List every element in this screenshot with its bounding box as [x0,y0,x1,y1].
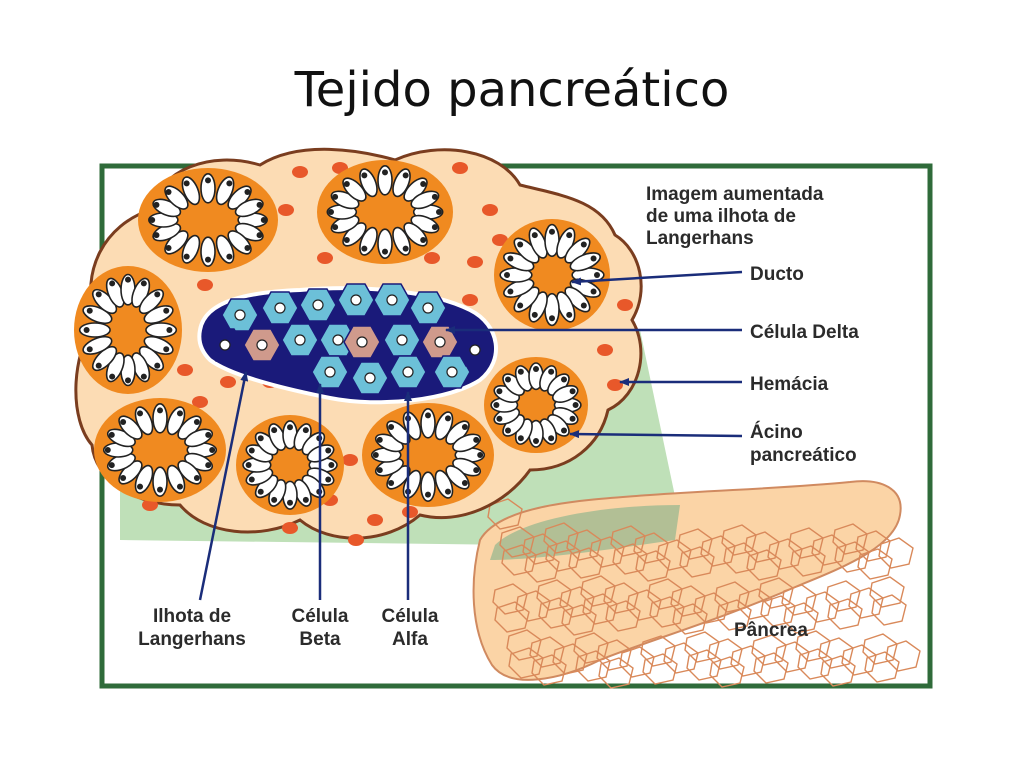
acinus [484,357,588,453]
red-blood-cell [282,522,298,534]
islet-cell [373,283,411,317]
red-blood-cell [482,204,498,216]
slide-title: Tejido pancreático [294,62,730,118]
islet-cell [409,291,447,325]
islet-cell [433,355,471,389]
red-blood-cell [292,166,308,178]
label-ducto: Ducto [750,264,804,285]
islet-cell [343,325,381,359]
red-blood-cell [402,506,418,518]
caption-line-3: Langerhans [646,228,754,249]
red-blood-cell [597,344,613,356]
figure-caption: Imagem aumentada de uma ilhota de Langer… [646,184,824,249]
red-blood-cell [424,252,440,264]
red-blood-cell [617,299,633,311]
label-alfa-line-2: Alfa [392,629,428,650]
arrow-ducto [571,270,743,286]
label-acino-line-1: Ácino [750,421,803,443]
red-blood-cell [192,396,208,408]
islet-cell [337,283,375,317]
red-blood-cell [467,256,483,268]
pancreas-organ [472,480,921,689]
arrow-acino [569,430,743,439]
islet-cell [281,323,319,357]
label-ilhota-line-1: Ilhota de [153,606,231,627]
label-acino-line-2: pancreático [750,445,857,466]
red-blood-cell [278,204,294,216]
acinus [74,266,182,394]
caption-line-2: de uma ilhota de [646,206,796,227]
label-alfa-line-1: Célula [381,606,438,627]
acinus [362,403,494,507]
islet-cell [389,355,427,389]
red-blood-cell [462,294,478,306]
red-blood-cell [367,514,383,526]
islet-cell [299,288,337,322]
red-blood-cell [177,364,193,376]
red-blood-cell [492,234,508,246]
islet-cell [351,361,389,395]
islet-cell [206,328,244,362]
red-blood-cell [220,376,236,388]
red-blood-cell [348,534,364,546]
acinus [317,160,453,264]
acinus [94,398,226,502]
red-blood-cell [452,162,468,174]
islet-cell [456,333,494,367]
label-beta-line-2: Beta [299,629,341,650]
islet-cell [243,328,281,362]
red-blood-cell [342,454,358,466]
acinus [494,219,610,331]
caption-line-1: Imagem aumentada [646,184,824,205]
acinus [138,168,278,272]
label-celula-delta: Célula Delta [750,322,859,343]
red-blood-cell [197,279,213,291]
islet-cell [261,291,299,325]
label-pancreas: Pâncrea [734,620,808,641]
label-ilhota-line-2: Langerhans [138,629,246,650]
label-hemacia: Hemácia [750,374,829,395]
label-arrows [198,270,743,601]
arrow-ilhota [198,371,249,601]
islet-cell [421,325,459,359]
islet-cell [221,298,259,332]
islet-cell [383,323,421,357]
islet-of-langerhans [197,283,498,405]
pancreatic-acini [74,160,610,515]
acinus [236,415,344,515]
label-beta-line-1: Célula [291,606,348,627]
red-blood-cell [317,252,333,264]
red-blood-cell [142,499,158,511]
